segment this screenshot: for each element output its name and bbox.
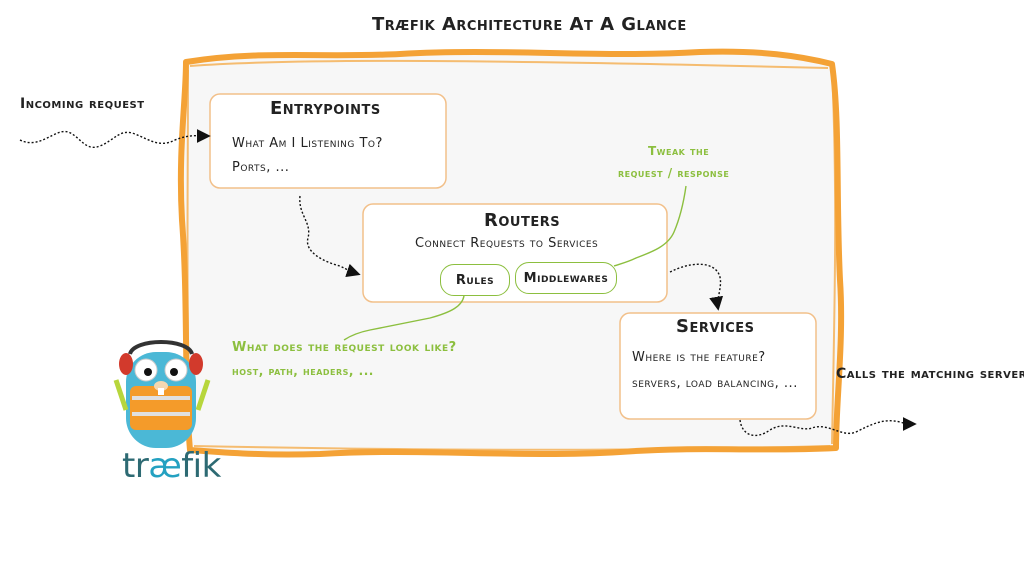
page-title: Træfik Architecture At A Glance	[372, 14, 687, 35]
traefik-wordmark: træfik	[122, 446, 221, 486]
services-title: Services	[676, 316, 755, 337]
entrypoints-line1: What Am I Listening To?	[232, 136, 383, 151]
traefik-gopher-logo	[113, 340, 211, 448]
wordmark-suffix: fik	[181, 446, 221, 486]
router-to-service-arrow	[669, 263, 724, 311]
entry-to-router-arrow	[299, 195, 361, 278]
tweak-note-line2: request / response	[618, 166, 730, 180]
incoming-request-label: Incoming request	[20, 96, 145, 112]
entrypoints-title: Entrypoints	[270, 98, 381, 119]
routers-subtitle: Connect Requests to Services	[415, 236, 599, 251]
services-line1: Where is the feature?	[632, 350, 766, 365]
what-note-line2: host, path, headers, ...	[232, 364, 374, 378]
what-note-line1: What does the request look like?	[232, 340, 457, 355]
tweak-note-line1: Tweak the	[648, 144, 710, 158]
calls-server-label: Calls the matching server	[836, 366, 1024, 382]
routers-title: Routers	[484, 210, 561, 231]
rules-pill: Rules	[440, 264, 510, 296]
wordmark-ae: æ	[148, 446, 182, 486]
entrypoints-line2: Ports, ...	[232, 160, 290, 175]
what-connector	[343, 295, 465, 341]
middlewares-pill: Middlewares	[515, 262, 617, 294]
services-line2: servers, load balancing, ...	[632, 376, 798, 391]
tweak-connector	[613, 185, 687, 267]
services-box	[619, 312, 817, 420]
wordmark-prefix: tr	[122, 446, 149, 486]
